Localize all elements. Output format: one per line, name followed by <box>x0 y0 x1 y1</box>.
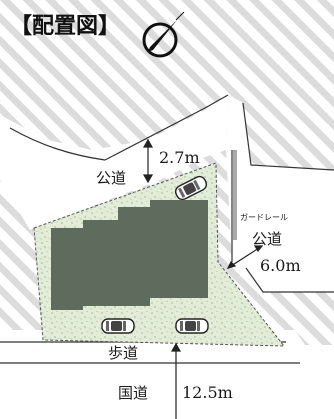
north-compass-icon <box>142 11 185 58</box>
road-top-width: 2.7m <box>159 148 200 167</box>
page-title: 【配置図】 <box>10 14 120 39</box>
car-icon <box>175 318 209 334</box>
road-top-label: 公道 <box>96 169 126 187</box>
guardrail-label: ガードレール <box>240 212 288 222</box>
road-right-label: 公道 <box>252 230 282 248</box>
car-icon <box>101 318 135 334</box>
national-road-width: 12.5m <box>182 383 233 402</box>
sidewalk-label: 歩道 <box>108 344 138 362</box>
roads <box>0 95 334 419</box>
dimension-arrows <box>142 138 264 419</box>
building <box>51 200 208 310</box>
road-right-width: 6.0m <box>260 256 301 275</box>
national-road-label: 国道 <box>118 384 148 402</box>
